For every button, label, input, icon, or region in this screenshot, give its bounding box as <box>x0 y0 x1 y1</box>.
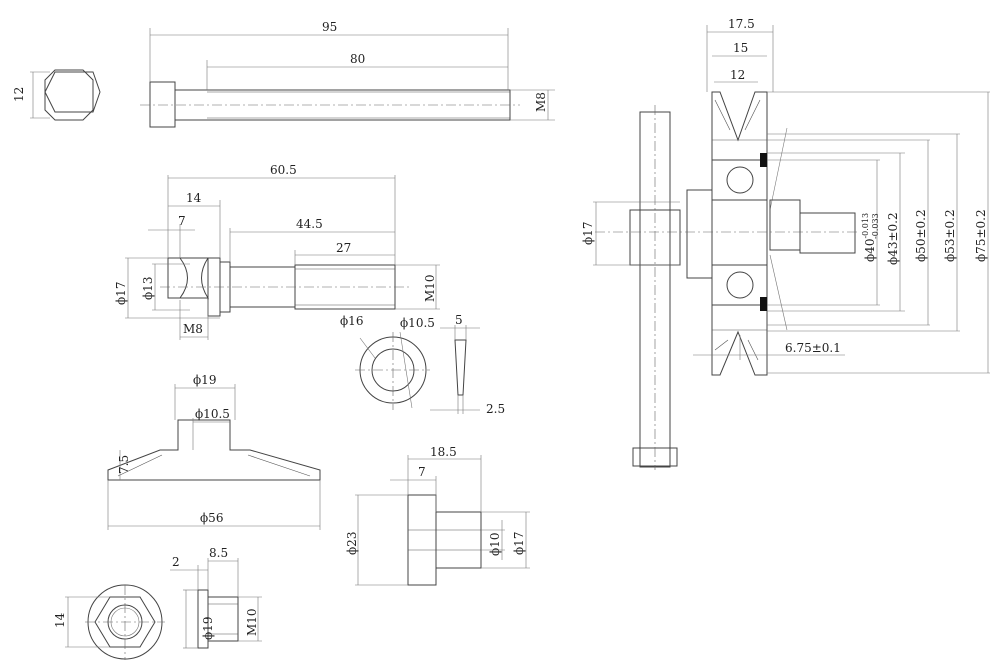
spacer-dia-body: ϕ17 <box>512 532 526 555</box>
bolt-length-thread: 80 <box>350 52 365 66</box>
washer-view: ϕ16 ϕ10.5 5 2.5 <box>340 313 505 416</box>
shaft-dia-head: ϕ17 <box>114 282 128 305</box>
assembly-dia-43: ϕ43±0.2 <box>886 212 900 265</box>
shaft-length-body: 44.5 <box>296 217 323 231</box>
assembly-dia-75: ϕ75±0.2 <box>974 209 988 262</box>
nut-flange-thk: 2 <box>172 555 180 569</box>
assembly-width-mid: 15 <box>733 41 748 55</box>
spacer-view: 18.5 7 ϕ23 ϕ10 ϕ17 <box>345 445 530 586</box>
bolt-length-total: 95 <box>322 20 337 34</box>
assembly-dia-53: ϕ53±0.2 <box>943 209 957 262</box>
assembly-dia-shaft: ϕ17 <box>581 222 595 245</box>
shaft-length-total: 60.5 <box>270 163 297 177</box>
shaft-dia-groove: ϕ13 <box>141 277 155 300</box>
spacer-length-total: 18.5 <box>430 445 457 459</box>
shaft-length-thread: 27 <box>336 241 351 255</box>
assembly-groove-offset: 6.75±0.1 <box>785 341 841 355</box>
nut-view: 14 2 8.5 ϕ19 M10 <box>53 546 262 660</box>
tol-upper: -0.013 <box>861 213 870 239</box>
bolt-view: 95 80 M8 <box>140 20 555 128</box>
assembly-width-outer: 17.5 <box>728 17 755 31</box>
bolt-thread: M8 <box>534 92 548 112</box>
nut-hex-size: 14 <box>53 612 67 628</box>
assembly-dia-bearing: ϕ40-0.013-0.033 <box>861 213 880 262</box>
assembly-width-inner: 12 <box>730 68 745 82</box>
shaft-view: 60.5 14 7 44.5 27 ϕ17 ϕ13 M10 M8 <box>114 163 440 340</box>
nut-thread: M10 <box>245 608 259 636</box>
washer-width: 5 <box>455 313 463 327</box>
spacer-length-flange: 7 <box>418 465 426 479</box>
bolt-hex-view: 12 <box>12 69 101 121</box>
spacer-dia-flange: ϕ23 <box>345 532 359 555</box>
nut-dia-flange: ϕ19 <box>201 617 215 640</box>
shaft-thread-end: M10 <box>423 274 437 302</box>
shaft-length-groove: 7 <box>178 214 186 228</box>
deflector-dia-base: ϕ56 <box>200 511 223 525</box>
nut-length: 8.5 <box>209 546 228 560</box>
deflector-dia-hole: ϕ10.5 <box>195 407 230 421</box>
bolt-hex-size: 12 <box>12 87 26 102</box>
shaft-thread-head: M8 <box>183 322 203 336</box>
deflector-view: ϕ19 ϕ10.5 7.5 ϕ56 <box>107 373 321 530</box>
washer-dia-inner: ϕ10.5 <box>400 316 435 330</box>
dia-bearing-value: ϕ40 <box>863 239 877 262</box>
shaft-length-head: 14 <box>186 191 202 205</box>
washer-thickness: 2.5 <box>486 402 505 416</box>
assembly-dia-50: ϕ50±0.2 <box>914 209 928 262</box>
tol-lower: -0.033 <box>871 213 880 239</box>
assembly-view: 17.5 15 12 ϕ17 ϕ40-0.013-0.033 ϕ43±0.2 ϕ… <box>581 17 990 470</box>
deflector-height: 7.5 <box>117 455 131 474</box>
washer-dia-outer: ϕ16 <box>340 314 363 328</box>
deflector-dia-top: ϕ19 <box>193 373 216 387</box>
spacer-dia-bore: ϕ10 <box>488 533 502 556</box>
